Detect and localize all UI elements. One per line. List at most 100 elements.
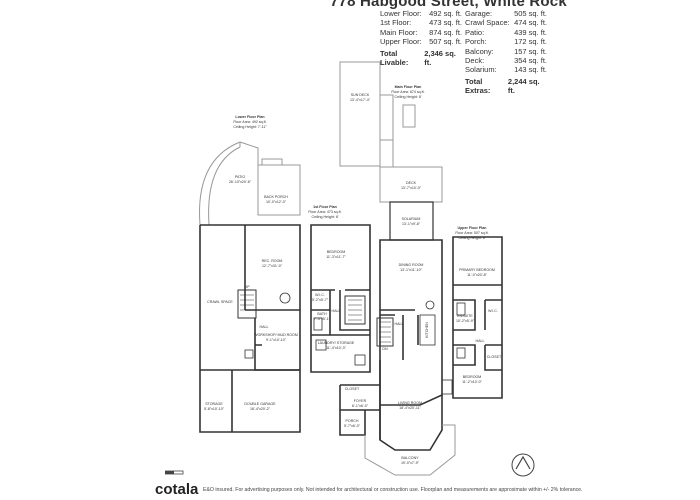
room-name: WORKSHOP/ MUD ROOM (254, 333, 298, 337)
wall (453, 299, 502, 331)
stair-treads (348, 299, 362, 321)
room-name: HALL (476, 339, 485, 343)
fixture (244, 349, 254, 359)
room-dim: 10'-0"x12'-0" (266, 200, 287, 204)
room-dim: 11'-3"x11'-7" (326, 255, 346, 259)
room-dim: 6'-1"x6'-0" (352, 404, 369, 408)
room-dim: 11'-4"x10'-3" (326, 346, 347, 350)
north-compass-icon (511, 453, 535, 477)
fixture (354, 354, 366, 366)
lower-floor-plan (199, 141, 301, 433)
scale-bar (165, 470, 184, 475)
stair-treads (379, 321, 391, 343)
room-dim: 5'-7"x6'-0" (344, 424, 361, 428)
stair-down-label: DN (382, 347, 388, 351)
room-name: PRIMARY BEDROOM (459, 268, 495, 272)
walkway-outline (379, 94, 400, 168)
area-row: Garage:505 sq. ft. (465, 9, 547, 18)
wall (339, 290, 370, 331)
room-name: SUN DECK (351, 93, 370, 97)
room-name: HALL (395, 322, 404, 326)
first-outer-wall (310, 224, 371, 373)
washer-fixture (315, 339, 327, 351)
livable-area-table: Lower Floor:492 sq. ft. 1st Floor:473 sq… (380, 9, 462, 67)
first-floor-title: 1st Floor Plan (313, 205, 337, 209)
room-dim: 13'-4"x17'-4" (350, 98, 371, 102)
room-dim: 12'-7"x31'-0" (262, 264, 283, 268)
fireplace-fixture (279, 292, 291, 304)
wall (339, 384, 380, 436)
tub-fixture (313, 317, 323, 331)
lower-floor-area: Floor Area: 492 sq.ft. (233, 120, 266, 124)
main-floor-plan (339, 61, 456, 476)
room-name: REC. ROOM (262, 259, 283, 263)
fixture (425, 300, 435, 310)
balcony-outline (364, 424, 456, 476)
room-dim: 18'-4"x20'-2" (250, 407, 271, 411)
steps (261, 158, 283, 165)
first-floor-plan (310, 224, 371, 373)
upper-floor-plan (452, 236, 503, 399)
room-dim: 5'-8"x10'-10" (204, 407, 225, 411)
wall (200, 369, 300, 432)
fixture (441, 379, 453, 395)
room-dim: 13'-1"x11'-10" (400, 268, 423, 272)
brand-logo: cotala (155, 481, 199, 498)
extras-area-table: Garage:505 sq. ft. Crawl Space:474 sq. f… (465, 9, 547, 96)
upper-floor-area: Floor Area: 507 sq.ft. (455, 231, 488, 235)
room-dim: 7'-3"x5'-1" (314, 317, 331, 321)
lower-floor-title: Lower Floor Plan (235, 115, 264, 119)
tub-fixture (456, 302, 466, 316)
room-name: BATH (317, 312, 327, 316)
room-dim: 13'-1"x9'-8" (402, 222, 421, 226)
room-name: W.I.C. (488, 309, 498, 313)
main-floor-ceiling: Ceiling Height: 8' (394, 95, 421, 99)
stair-treads (240, 294, 254, 311)
room-name: HALL (332, 309, 341, 313)
area-row: Deck:354 sq. ft. (465, 56, 547, 66)
first-floor-ceiling: Ceiling Height: 8' (311, 215, 338, 219)
room-name: PATIO (235, 175, 245, 179)
area-row: Patio:439 sq. ft. (465, 27, 547, 37)
room-name: STORAGE (205, 402, 223, 406)
patio-outline (239, 141, 259, 165)
steps (402, 104, 416, 128)
room-name: DOUBLE GARAGE (244, 402, 276, 406)
room-name: FOYER (354, 399, 367, 403)
wall (244, 225, 300, 311)
room-name: CRAWL SPACE (207, 300, 233, 304)
room-name: BEDROOM (327, 250, 346, 254)
area-row: Crawl Space:474 sq. ft. (465, 18, 547, 28)
room-name: CLOSET (345, 387, 360, 391)
area-row: Porch:172 sq. ft. (465, 37, 547, 47)
room-dim: 18'-4"x20'-11" (399, 406, 422, 410)
area-row: Main Floor:874 sq. ft. (380, 27, 462, 37)
stairs (344, 295, 366, 325)
living-room-wall (379, 395, 443, 451)
wall (453, 344, 502, 371)
wall (311, 290, 331, 335)
property-address: 778 Habgood Street, White Rock (330, 0, 567, 10)
area-row: 1st Floor:473 sq. ft. (380, 18, 462, 28)
livable-total: Total Livable:2,346 sq. ft. (380, 48, 456, 68)
stairs (376, 317, 394, 347)
room-name: SOLARIUM (402, 217, 421, 221)
room-name: BEDROOM (463, 375, 482, 379)
patio-outline (208, 146, 241, 226)
area-row: Solarium:143 sq. ft. (465, 65, 547, 75)
room-name: W.I.C. (315, 293, 325, 297)
wall (402, 315, 419, 360)
room-name: BALCONY (401, 456, 419, 460)
room-dim: 10'-2"x5'-9" (456, 319, 475, 323)
area-row: Balcony:157 sq. ft. (465, 46, 547, 56)
back-porch-outline (257, 164, 301, 216)
disclaimer: E&O insured. For advertising purposes on… (203, 487, 583, 493)
patio-outline (199, 141, 241, 226)
extras-total: Total Extras:2,244 sq. ft. (465, 76, 540, 96)
area-row: Upper Floor:507 sq. ft. (380, 37, 462, 47)
room-name: DECK (406, 181, 417, 185)
room-dim: 11'-2"x10'-0" (462, 380, 483, 384)
room-name: BACK PORCH (264, 195, 288, 199)
room-dim: 19'-0"x7'-9" (401, 461, 420, 465)
